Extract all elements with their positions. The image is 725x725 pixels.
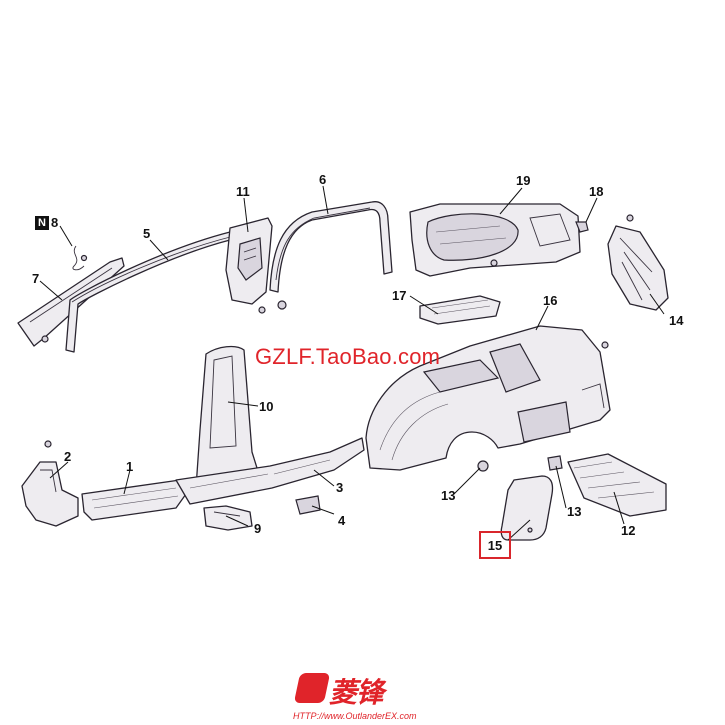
part-5-roof-rail xyxy=(65,231,245,353)
part-18-clip xyxy=(575,221,589,233)
callout-16: 16 xyxy=(543,293,558,308)
callout-18: 18 xyxy=(589,184,604,199)
part-17-panel xyxy=(419,295,501,325)
part-1-front-scuff xyxy=(81,479,187,521)
logo-url: HTTP://www.OutlanderEX.com xyxy=(293,711,417,721)
part-19-quarter-upper xyxy=(409,203,581,277)
callout-10: 10 xyxy=(259,399,274,414)
callout-15-highlighted: 15 xyxy=(479,531,511,559)
callout-4: 4 xyxy=(338,513,346,528)
callout-13-right: 13 xyxy=(567,504,582,519)
part-8-wire-clip xyxy=(72,245,88,271)
part-16-quarter-lower xyxy=(365,325,611,471)
part-14-d-pillar xyxy=(607,214,669,311)
callout-5: 5 xyxy=(143,226,151,241)
part-15-access-lid xyxy=(500,475,554,541)
part-4-clip xyxy=(295,495,321,515)
logo-mark-icon xyxy=(293,673,331,703)
leader-lines xyxy=(39,185,665,541)
callout-1: 1 xyxy=(126,459,134,474)
part-6-roof-arch xyxy=(269,201,393,293)
brand-logo: 菱锋 xyxy=(293,673,437,709)
callout-6: 6 xyxy=(319,172,327,187)
callout-15: 15 xyxy=(487,537,503,553)
callout-2: 2 xyxy=(64,449,72,464)
callout-11: 11 xyxy=(236,184,250,199)
callout-3: 3 xyxy=(336,480,344,495)
callout-9: 9 xyxy=(254,521,262,536)
part-12-sill-plate xyxy=(567,453,667,517)
callout-17: 17 xyxy=(392,288,407,303)
callout-13-left: 13 xyxy=(441,488,456,503)
part-2-kick-panel xyxy=(21,440,79,527)
part-13-retainers xyxy=(477,455,563,472)
callout-12: 12 xyxy=(621,523,636,538)
callout-8: 8 xyxy=(51,215,59,230)
callout-7: 7 xyxy=(32,271,40,286)
note-n-badge: N xyxy=(35,216,49,230)
part-9-bracket xyxy=(203,505,253,531)
part-11-b-pillar-upper xyxy=(225,217,287,314)
callout-19: 19 xyxy=(516,173,531,188)
callout-14: 14 xyxy=(669,313,684,328)
logo-text: 菱锋 xyxy=(329,676,384,709)
part-3-rear-scuff xyxy=(175,437,365,505)
watermark-text: GZLF.TaoBao.com xyxy=(255,344,441,369)
